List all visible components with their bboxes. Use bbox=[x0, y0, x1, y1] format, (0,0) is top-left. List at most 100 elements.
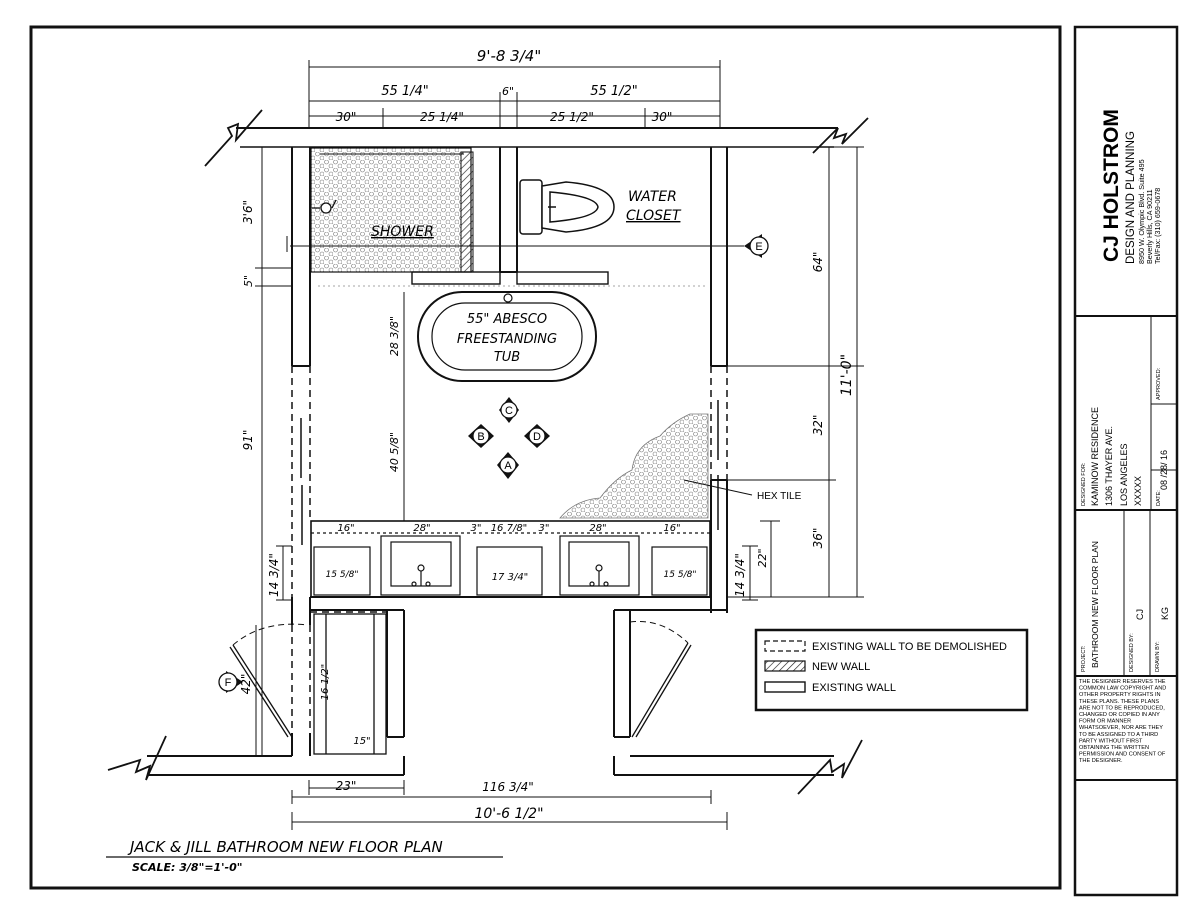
dim-bottom-116: 116 3/4" bbox=[482, 780, 534, 794]
dim-drawer-mid: 17 3/4" bbox=[492, 572, 529, 583]
dim-drawer-right: 15 5/8" bbox=[664, 570, 697, 580]
dim-vanity-28b: 28" bbox=[589, 523, 606, 534]
dim-right-11: 11'-0" bbox=[839, 354, 855, 396]
drawing-border bbox=[29, 25, 1062, 890]
dim-vanity-16b: 16" bbox=[663, 523, 680, 534]
label-shower: SHOWER bbox=[371, 224, 434, 240]
disclaimer-line: OTHER PROPERTY RIGHTS IN bbox=[1079, 692, 1161, 698]
dim-right-36: 36" bbox=[811, 528, 825, 549]
view-marker-a: A bbox=[497, 452, 519, 479]
dim-top-25b: 25 1/2" bbox=[550, 110, 594, 124]
disclaimer-line: WHATSOEVER, NOR ARE THEY bbox=[1079, 725, 1163, 731]
disclaimer-line: THE DESIGNER RESERVES THE bbox=[1079, 679, 1166, 685]
dim-vanity-28a: 28" bbox=[413, 523, 430, 534]
faucet-icon bbox=[411, 564, 431, 587]
tub-label-line2: FREESTANDING bbox=[457, 332, 557, 347]
dim-vanity-3b: 3" bbox=[539, 523, 550, 534]
designed-by-label: DESIGNED BY: bbox=[1129, 633, 1135, 672]
disclaimer-line: THESE PLANS. THESE PLANS bbox=[1079, 699, 1159, 705]
disclaimer-line: TO BE ASSIGNED TO A THIRD bbox=[1079, 732, 1158, 738]
faucet-icon bbox=[589, 564, 609, 587]
dim-right-14: 14 3/4" bbox=[733, 553, 747, 597]
client-name: KAMINOW RESIDENCE bbox=[1090, 407, 1100, 506]
dim-top-left: 55 1/4" bbox=[381, 84, 429, 99]
client-extra: XXXXX bbox=[1133, 476, 1143, 506]
dim-top-30a: 30" bbox=[336, 110, 357, 124]
view-marker-b: B bbox=[468, 424, 494, 448]
dim-vanity-16mid: 16 7/8" bbox=[491, 523, 528, 534]
view-marker-d-label: D bbox=[533, 431, 541, 443]
view-marker-c-label: C bbox=[505, 405, 513, 417]
client-city: LOS ANGELES bbox=[1119, 443, 1129, 506]
label-closet: CLOSET bbox=[626, 208, 682, 224]
door-right bbox=[629, 620, 692, 738]
legend-swatch-demolish bbox=[764, 640, 806, 652]
project-label: PROJECT: bbox=[1081, 645, 1087, 672]
date-label: DATE: bbox=[1156, 490, 1162, 506]
tub-label-line1: 55" ABESCO bbox=[467, 312, 547, 327]
label-hex-tile: HEX TILE bbox=[757, 491, 802, 502]
plan-scale: SCALE: 3/8"=1'-0" bbox=[132, 861, 243, 874]
section-marker-f-label: F bbox=[225, 677, 232, 689]
plan-title: JACK & JILL BATHROOM NEW FLOOR PLAN bbox=[127, 838, 443, 856]
disclaimer-line: ARE NOT TO BE REPRODUCED, bbox=[1079, 705, 1165, 711]
disclaimer-line: FORM OR MANNER bbox=[1079, 719, 1131, 725]
designed-by-value: CJ bbox=[1135, 609, 1145, 620]
demolish-walls bbox=[291, 366, 728, 733]
dim-right-64: 64" bbox=[811, 252, 825, 273]
label-water: WATER bbox=[628, 189, 677, 205]
dim-top-right: 55 1/2" bbox=[590, 84, 638, 99]
company-address-line2: Beverly Hills, CA 90211 bbox=[1145, 189, 1154, 264]
designed-for-label: DESIGNED FOR: bbox=[1081, 462, 1087, 506]
dim-right-22: 22" bbox=[756, 548, 769, 567]
dim-left-91: 91" bbox=[241, 430, 255, 451]
view-marker-c: C bbox=[499, 397, 519, 423]
dim-center-40: 40 5/8" bbox=[388, 432, 401, 472]
dim-left-5: 5" bbox=[242, 275, 255, 287]
legend: EXISTING WALL TO BE DEMOLISHED NEW WALL … bbox=[754, 628, 1029, 712]
client-street: 1306 THAYER AVE. bbox=[1104, 426, 1114, 506]
freestanding-tub bbox=[417, 291, 597, 382]
drawn-by-value: KG bbox=[1160, 607, 1170, 620]
dim-top-mid: 6" bbox=[502, 85, 514, 98]
dimension-lines bbox=[250, 60, 864, 830]
shower bbox=[310, 147, 474, 273]
project-name: BATHROOM NEW FLOOR PLAN bbox=[1090, 541, 1100, 668]
legend-swatch-new-wall bbox=[764, 660, 806, 672]
company-name: CJ HOLSTROM bbox=[1100, 109, 1123, 262]
dim-left-42: 42" bbox=[239, 674, 253, 695]
dim-vanity-16a: 16" bbox=[337, 523, 354, 534]
dim-bottom-overall: 10'-6 1/2" bbox=[474, 806, 543, 822]
dim-right-32: 32" bbox=[811, 415, 825, 436]
approved-label: APPROVED: bbox=[1156, 367, 1162, 400]
shower-valve-icon bbox=[320, 202, 332, 214]
dim-drawer-left: 15 5/8" bbox=[326, 570, 359, 580]
dim-bottom-23: 23" bbox=[336, 779, 357, 793]
dim-left-36: 3'6" bbox=[241, 200, 255, 224]
view-marker-a-label: A bbox=[504, 460, 512, 472]
hex-tile-area bbox=[559, 413, 709, 519]
walls bbox=[107, 109, 869, 795]
dim-top-30b: 30" bbox=[652, 110, 673, 124]
section-marker-e: E bbox=[744, 234, 769, 258]
legend-existing: EXISTING WALL bbox=[812, 682, 896, 694]
company-address-line1: 8950 W. Olympic Blvd. Suite 495 bbox=[1137, 159, 1146, 264]
legend-demolish: EXISTING WALL TO BE DEMOLISHED bbox=[812, 641, 1007, 653]
view-marker-d: D bbox=[524, 424, 550, 448]
title-block: CJ HOLSTROM DESIGN AND PLANNING 8950 W. … bbox=[1073, 25, 1179, 897]
company-phone: Tel/Fax: (310) 659-0678 bbox=[1153, 188, 1162, 264]
legend-new-wall: NEW WALL bbox=[812, 661, 870, 673]
disclaimer-line: THE DESIGNER. bbox=[1079, 758, 1123, 764]
dim-top-overall: 9'-8 3/4" bbox=[477, 47, 541, 65]
company-subtitle: DESIGN AND PLANNING bbox=[1125, 131, 1137, 264]
dim-linen-15: 15" bbox=[353, 736, 370, 747]
legend-swatch-existing bbox=[764, 681, 806, 693]
disclaimer-line: COMMON LAW COPYRIGHT AND bbox=[1079, 686, 1166, 692]
view-marker-b-label: B bbox=[477, 431, 484, 443]
disclaimer-line: OBTAINING THE WRITTEN bbox=[1079, 745, 1149, 751]
disclaimer-line: PERMISSION AND CONSENT OF bbox=[1079, 752, 1166, 758]
toilet-icon bbox=[519, 179, 615, 235]
section-marker-f: F bbox=[218, 671, 243, 693]
